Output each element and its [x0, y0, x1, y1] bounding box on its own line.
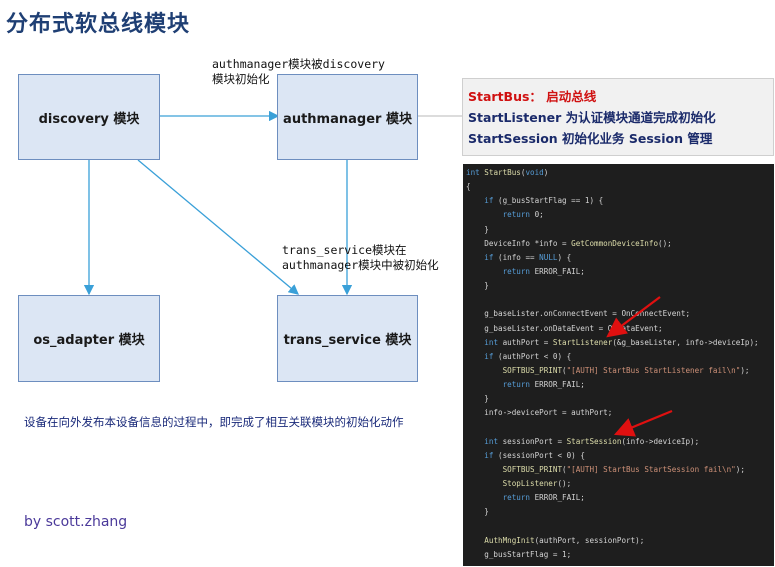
callout-line1: StartBus： 启动总线 — [468, 86, 773, 107]
pointer-arrow-startlistener — [606, 296, 661, 338]
code-line: info->devicePort = authPort; — [466, 408, 613, 418]
code-line: SOFTBUS_PRINT("[AUTH] StartBus StartList… — [502, 365, 750, 375]
code-line: { — [466, 182, 471, 192]
trans-init-line1: trans_service模块在 — [282, 243, 407, 257]
code-line: int authPort = StartListener(&g_baseList… — [484, 337, 759, 347]
code-line: if (sessionPort < 0) { — [484, 450, 585, 460]
code-line: int StartBus(void) — [466, 168, 549, 177]
code-line: int sessionPort = StartSession(info->dev… — [484, 436, 700, 446]
trans-init-line2: authmanager模块中被初始化 — [282, 258, 439, 272]
code-line: DeviceInfo *info = GetCommonDeviceInfo()… — [466, 238, 672, 248]
code-line: if (info == NULL) { — [484, 252, 572, 262]
init-note: 设备在向外发布本设备信息的过程中，即完成了相互关联模块的初始化动作 — [24, 415, 404, 429]
callout-line3: StartSession 初始化业务 Session 管理 — [468, 131, 713, 146]
code-line: SOFTBUS_PRINT("[AUTH] StartBus StartSess… — [502, 464, 745, 474]
trans-service-box: trans_service 模块 — [277, 295, 418, 382]
code-line: return ERROR_FAIL; — [502, 380, 585, 390]
auth-init-line1: authmanager模块被discovery — [212, 57, 385, 71]
code-line: } — [466, 224, 489, 234]
code-line: StopListener(); — [502, 479, 572, 489]
page-title: 分布式软总线模块 — [6, 12, 191, 37]
os-adapter-box: os_adapter 模块 — [18, 295, 160, 382]
pointer-arrow-startsession — [613, 409, 673, 437]
auth-init-label: authmanager模块被discovery 模块初始化 — [212, 57, 385, 87]
code-line: } — [466, 507, 489, 517]
code-line: g_baseLister.onConnectEvent = OnConnectE… — [466, 309, 691, 319]
trans-init-label: trans_service模块在 authmanager模块中被初始化 — [282, 243, 439, 273]
callout-line2: StartListener 为认证模块通道完成初始化 — [468, 110, 716, 125]
code-panel: int StartBus(void) { if (g_busStartFlag =… — [463, 164, 774, 566]
code-line: } — [466, 281, 489, 291]
arrow-discovery-to-trans-service — [137, 159, 299, 295]
code-line: return ERROR_FAIL; — [502, 266, 585, 276]
discovery-box: discovery 模块 — [18, 74, 160, 160]
code-line: return ERROR_FAIL; — [502, 493, 585, 503]
code-line: if (authPort < 0) { — [484, 351, 572, 361]
author-credit: by scott.zhang — [24, 514, 128, 530]
code-line: g_busStartFlag = 1; — [466, 549, 572, 559]
startbus-callout: StartBus： 启动总线 StartListener 为认证模块通道完成初始… — [462, 78, 774, 156]
code-line: AuthMngInit(authPort, sessionPort); — [484, 535, 645, 545]
code-line: return 0; — [502, 210, 544, 220]
callout-key: StartBus： — [468, 89, 542, 104]
auth-init-line2: 模块初始化 — [212, 72, 270, 86]
code-line: } — [466, 394, 489, 404]
authmanager-box: authmanager 模块 — [277, 74, 418, 160]
code-line: if (g_busStartFlag == 1) { — [484, 196, 604, 206]
code-line: g_baseLister.onDataEvent = OnDataEvent; — [466, 323, 663, 333]
callout-desc: 启动总线 — [546, 89, 597, 104]
